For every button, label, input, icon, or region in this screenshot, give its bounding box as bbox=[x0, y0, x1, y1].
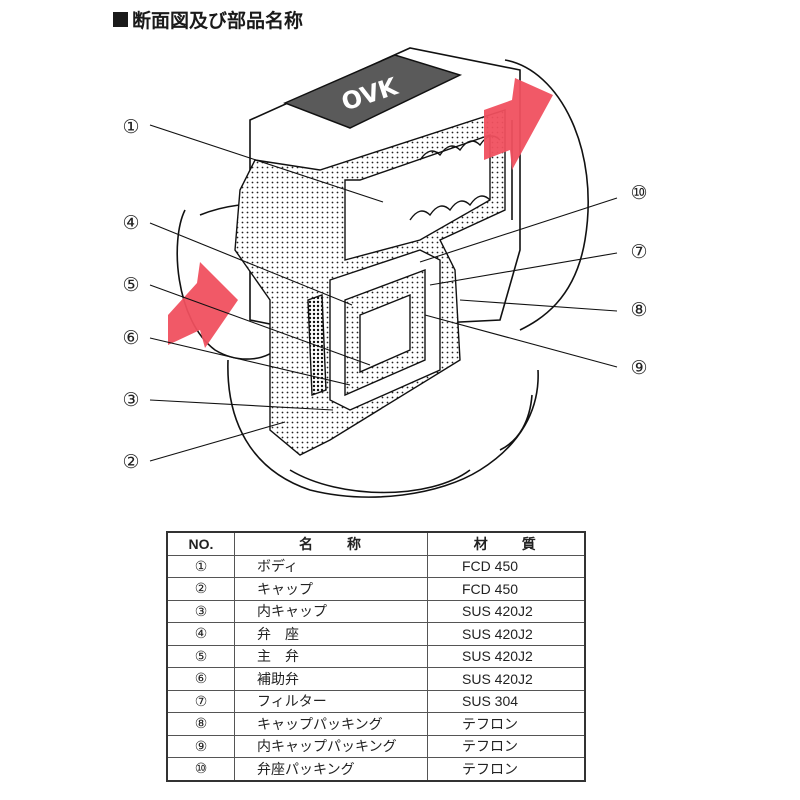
body-cross-section bbox=[234, 109, 506, 456]
header-name: 名 称 bbox=[234, 531, 428, 556]
table-row: ⑦ フィルター SUS 304 bbox=[166, 689, 585, 713]
header-material: 材 質 bbox=[427, 531, 585, 556]
cell-material: SUS 420J2 bbox=[427, 644, 585, 668]
cell-name: ボディ bbox=[234, 554, 428, 578]
callout-4: ④ bbox=[122, 212, 140, 234]
table-row: ③ 内キャップ SUS 420J2 bbox=[166, 599, 585, 623]
table-row: ⑥ 補助弁 SUS 420J2 bbox=[166, 667, 585, 691]
cell-material: FCD 450 bbox=[427, 577, 585, 601]
cell-material: FCD 450 bbox=[427, 554, 585, 578]
table-row: ④ 弁 座 SUS 420J2 bbox=[166, 622, 585, 646]
callout-2: ② bbox=[122, 451, 140, 473]
cell-material: SUS 420J2 bbox=[427, 667, 585, 691]
inlet-flow-arrow bbox=[168, 262, 238, 348]
ovk-logo-plate: OVK bbox=[283, 54, 463, 129]
cell-name: 弁座パッキング bbox=[234, 757, 428, 781]
parts-table: NO. 名 称 材 質 ① ボディ FCD 450 ② キャップ FCD 450… bbox=[166, 531, 586, 782]
cell-no: ⑧ bbox=[166, 712, 235, 736]
cell-no: ⑦ bbox=[166, 689, 235, 713]
cell-material: テフロン bbox=[427, 712, 585, 736]
cell-no: ⑨ bbox=[166, 734, 235, 758]
cell-name: キャップパッキング bbox=[234, 712, 428, 736]
table-row: ⑩ 弁座パッキング テフロン bbox=[166, 757, 585, 781]
cell-name: 内キャップ bbox=[234, 599, 428, 623]
cell-name: フィルター bbox=[234, 689, 428, 713]
callout-6: ⑥ bbox=[122, 327, 140, 349]
cell-name: キャップ bbox=[234, 577, 428, 601]
cell-material: テフロン bbox=[427, 734, 585, 758]
cell-no: ① bbox=[166, 554, 235, 578]
cell-no: ⑥ bbox=[166, 667, 235, 691]
cell-material: SUS 420J2 bbox=[427, 622, 585, 646]
table-row: ② キャップ FCD 450 bbox=[166, 577, 585, 601]
header-no: NO. bbox=[166, 531, 235, 556]
table-header-row: NO. 名 称 材 質 bbox=[166, 531, 585, 556]
square-bullet-icon bbox=[113, 12, 128, 27]
callout-7: ⑦ bbox=[630, 241, 648, 263]
cell-no: ③ bbox=[166, 599, 235, 623]
callout-9: ⑨ bbox=[630, 357, 648, 379]
cell-no: ④ bbox=[166, 622, 235, 646]
cell-material: テフロン bbox=[427, 757, 585, 781]
cell-no: ⑤ bbox=[166, 644, 235, 668]
callout-1: ① bbox=[122, 116, 140, 138]
callout-3: ③ bbox=[122, 389, 140, 411]
cell-material: SUS 420J2 bbox=[427, 599, 585, 623]
cell-name: 補助弁 bbox=[234, 667, 428, 691]
page-title: 断面図及び部品名称 bbox=[113, 6, 303, 33]
cell-no: ② bbox=[166, 577, 235, 601]
table-row: ① ボディ FCD 450 bbox=[166, 554, 585, 578]
title-text: 断面図及び部品名称 bbox=[132, 10, 304, 32]
flow-arrows bbox=[168, 78, 553, 348]
cross-section-diagram: OVK bbox=[149, 47, 618, 498]
cell-name: 主 弁 bbox=[234, 644, 428, 668]
table-row: ⑨ 内キャップパッキング テフロン bbox=[166, 734, 585, 758]
cell-material: SUS 304 bbox=[427, 689, 585, 713]
table-row: ⑤ 主 弁 SUS 420J2 bbox=[166, 644, 585, 668]
callout-8: ⑧ bbox=[630, 299, 648, 321]
cell-name: 内キャップパッキング bbox=[234, 734, 428, 758]
callout-5: ⑤ bbox=[122, 274, 140, 296]
cell-name: 弁 座 bbox=[234, 622, 428, 646]
outlet-flow-arrow bbox=[484, 78, 553, 170]
table-row: ⑧ キャップパッキング テフロン bbox=[166, 712, 585, 736]
callout-10: ⑩ bbox=[630, 182, 648, 204]
cell-no: ⑩ bbox=[166, 757, 235, 781]
leader-lines bbox=[149, 124, 618, 462]
